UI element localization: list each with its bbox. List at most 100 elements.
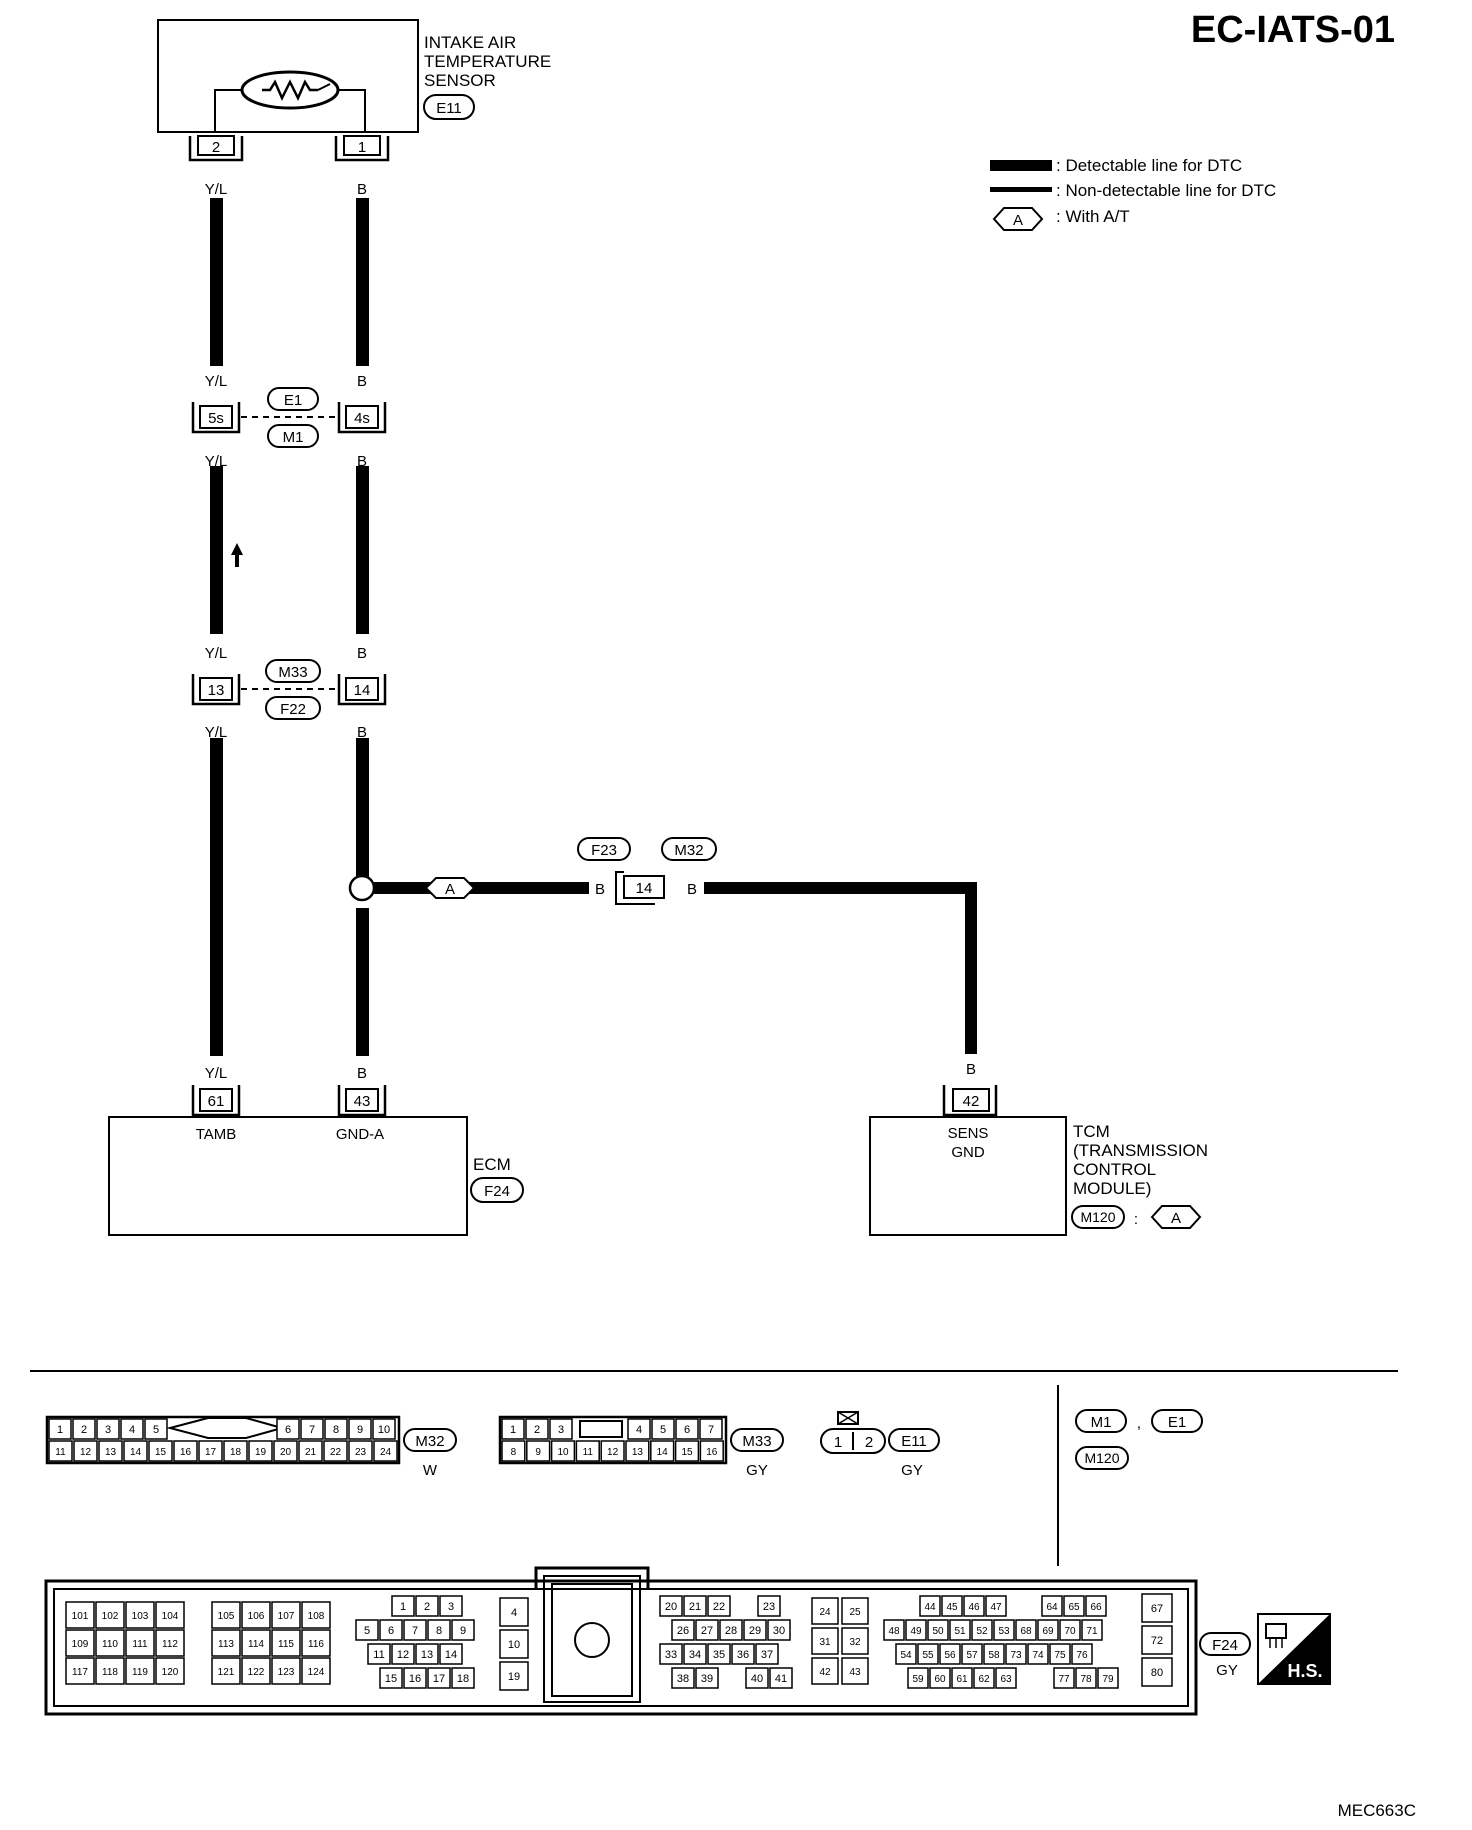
terminal-cell: 54 (895, 1643, 917, 1665)
terminal-cell: 15 (379, 1667, 403, 1689)
terminal-cell: 119 (125, 1657, 155, 1685)
ecm-pin-label-tamb: TAMB (196, 1126, 237, 1143)
terminal-cell: 60 (929, 1667, 951, 1689)
svg-text:24: 24 (380, 1447, 392, 1458)
terminal-cell: 18 (223, 1440, 248, 1462)
terminal-cell: 44 (919, 1595, 941, 1617)
resistor-icon (262, 79, 318, 101)
svg-text:2: 2 (865, 1434, 873, 1451)
svg-text:47: 47 (990, 1602, 1002, 1613)
terminal-cell: 107 (271, 1601, 301, 1629)
svg-text:117: 117 (72, 1667, 88, 1678)
terminal-cell: 3 (549, 1418, 573, 1440)
terminal-cell: 56 (939, 1643, 961, 1665)
terminal-cell: 7 (300, 1418, 324, 1440)
svg-text:31: 31 (819, 1637, 831, 1648)
svg-text:33: 33 (665, 1649, 677, 1661)
svg-text:40: 40 (751, 1673, 763, 1685)
terminal-cell: 41 (769, 1667, 793, 1689)
svg-text:15: 15 (385, 1673, 397, 1685)
svg-text:59: 59 (912, 1674, 924, 1685)
harness-side-icon: H.S. (1257, 1613, 1331, 1685)
tcm-module: 42 SENS GND TCM (TRANSMISSION CONTROL MO… (869, 1085, 1208, 1236)
svg-text:B: B (357, 724, 367, 741)
svg-text:4: 4 (511, 1607, 517, 1619)
svg-text:30: 30 (773, 1625, 785, 1637)
svg-text:E1: E1 (1168, 1414, 1186, 1431)
terminal-cell: 101 (65, 1601, 95, 1629)
svg-text:14: 14 (354, 682, 371, 699)
svg-text:F22: F22 (280, 701, 306, 718)
svg-text:1: 1 (400, 1601, 406, 1613)
terminal-cell: 102 (95, 1601, 125, 1629)
wire-b (356, 198, 369, 1056)
svg-text:3: 3 (105, 1424, 111, 1436)
branch-to-tcm: A B 14 B F23 M32 B (348, 837, 977, 1078)
terminal-cell: 37 (755, 1643, 779, 1665)
svg-text:23: 23 (355, 1447, 367, 1458)
svg-text:14: 14 (445, 1649, 457, 1661)
terminal-cell: 120 (155, 1657, 185, 1685)
svg-text:4: 4 (636, 1424, 642, 1436)
svg-text:6: 6 (285, 1424, 291, 1436)
terminal-cell: 50 (927, 1619, 949, 1641)
sensor-connector-code: E11 (436, 100, 462, 117)
terminal-cell: 2 (72, 1418, 96, 1440)
terminal-cell: 36 (731, 1643, 755, 1665)
svg-text:GND: GND (951, 1144, 985, 1161)
terminal-cell: 79 (1097, 1667, 1119, 1689)
ecm-name: ECM (473, 1155, 511, 1174)
legend-detectable: : Detectable line for DTC (1056, 156, 1242, 175)
svg-text:3: 3 (558, 1424, 564, 1436)
svg-text:1: 1 (510, 1424, 516, 1436)
sensor-pin-2: 2 (188, 135, 244, 162)
terminal-cell: 78 (1075, 1667, 1097, 1689)
with-at-hexagon (424, 877, 476, 899)
svg-text:5: 5 (153, 1424, 159, 1436)
terminal-cell: 68 (1015, 1619, 1037, 1641)
svg-text:42: 42 (819, 1667, 831, 1678)
svg-text:12: 12 (80, 1447, 92, 1458)
terminal-cell: 8 (324, 1418, 348, 1440)
terminal-cell: 67 (1141, 1593, 1173, 1623)
thermistor-icon (240, 70, 340, 110)
terminal-cell: 33 (659, 1643, 683, 1665)
intake-air-temperature-sensor: INTAKE AIR TEMPERATURE SENSOR E11 (157, 19, 551, 133)
svg-text:43: 43 (849, 1667, 861, 1678)
key-diamond-icon (166, 1417, 286, 1439)
svg-text:B: B (357, 645, 367, 662)
svg-text:A: A (445, 881, 455, 898)
svg-text:7: 7 (412, 1625, 418, 1637)
svg-text:GY: GY (901, 1462, 923, 1479)
svg-text:67: 67 (1151, 1603, 1163, 1615)
svg-text:B: B (687, 881, 697, 898)
svg-text:MODULE): MODULE) (1073, 1179, 1151, 1198)
svg-text:15: 15 (681, 1447, 693, 1458)
arrow-shaft (235, 553, 239, 567)
terminal-cell: 14 (123, 1440, 148, 1462)
svg-text:41: 41 (775, 1673, 787, 1685)
svg-text:11: 11 (373, 1649, 384, 1661)
svg-text:53: 53 (998, 1626, 1010, 1637)
svg-text:113: 113 (218, 1639, 234, 1650)
svg-text:29: 29 (749, 1625, 761, 1637)
svg-text:M32: M32 (415, 1433, 444, 1450)
svg-text:1: 1 (57, 1424, 63, 1436)
svg-text:103: 103 (132, 1611, 149, 1622)
terminal-cell: 106 (241, 1601, 271, 1629)
terminal-cell: 52 (971, 1619, 993, 1641)
svg-text:68: 68 (1020, 1626, 1032, 1637)
svg-text:60: 60 (934, 1674, 946, 1685)
svg-text:52: 52 (976, 1626, 988, 1637)
svg-text:58: 58 (988, 1650, 1000, 1661)
svg-text:CONTROL: CONTROL (1073, 1160, 1156, 1179)
terminal-cell: 75 (1049, 1643, 1071, 1665)
svg-text:35: 35 (713, 1649, 725, 1661)
terminal-cell: 57 (961, 1643, 983, 1665)
terminal-cell: 13 (625, 1440, 650, 1462)
svg-text:109: 109 (72, 1639, 89, 1650)
svg-text:48: 48 (888, 1626, 900, 1637)
svg-text:6: 6 (388, 1625, 394, 1637)
